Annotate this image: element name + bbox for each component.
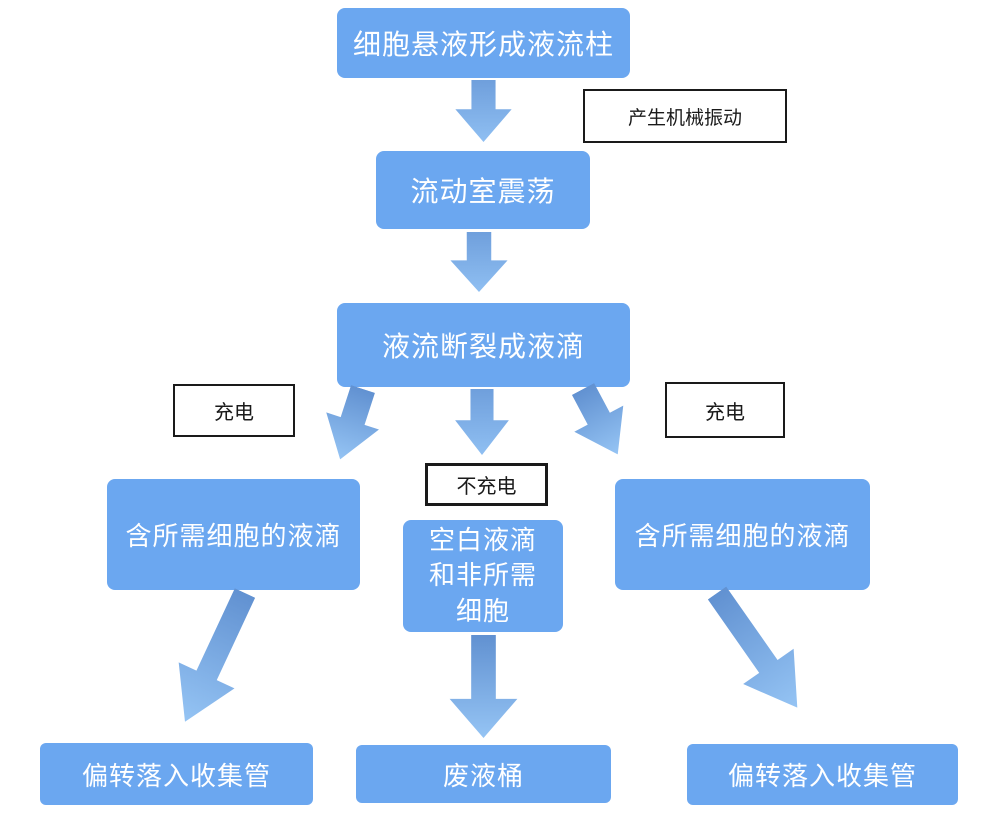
node-collect-tube-right: 偏转落入收集管: [687, 744, 958, 805]
arrow-down-icon: [445, 635, 522, 738]
label-no-charge: 不充电: [425, 463, 548, 506]
node-cell-suspension: 细胞悬液形成液流柱: [337, 8, 630, 78]
arrow-down-left-icon: [309, 379, 395, 470]
arrow-down-right-icon: [688, 573, 826, 728]
node-stream-breakup: 液流断裂成液滴: [337, 303, 630, 387]
label-charge-right: 充电: [665, 382, 785, 438]
node-blank-droplet: 空白液滴和非所需细胞: [403, 520, 563, 632]
label-charge-left: 充电: [173, 384, 295, 437]
node-flow-chamber: 流动室震荡: [376, 151, 590, 229]
node-waste-bucket: 废液桶: [356, 745, 611, 803]
arrow-down-icon: [450, 389, 514, 455]
arrow-down-right-icon: [554, 374, 647, 470]
node-collect-tube-left: 偏转落入收集管: [40, 743, 313, 805]
node-desired-droplet-right: 含所需细胞的液滴: [615, 479, 870, 590]
label-mechanical-vibration: 产生机械振动: [583, 89, 787, 143]
arrow-down-icon: [450, 80, 517, 142]
arrow-down-left-icon: [153, 578, 276, 736]
node-desired-droplet-left: 含所需细胞的液滴: [107, 479, 360, 590]
arrow-down-icon: [445, 232, 513, 292]
